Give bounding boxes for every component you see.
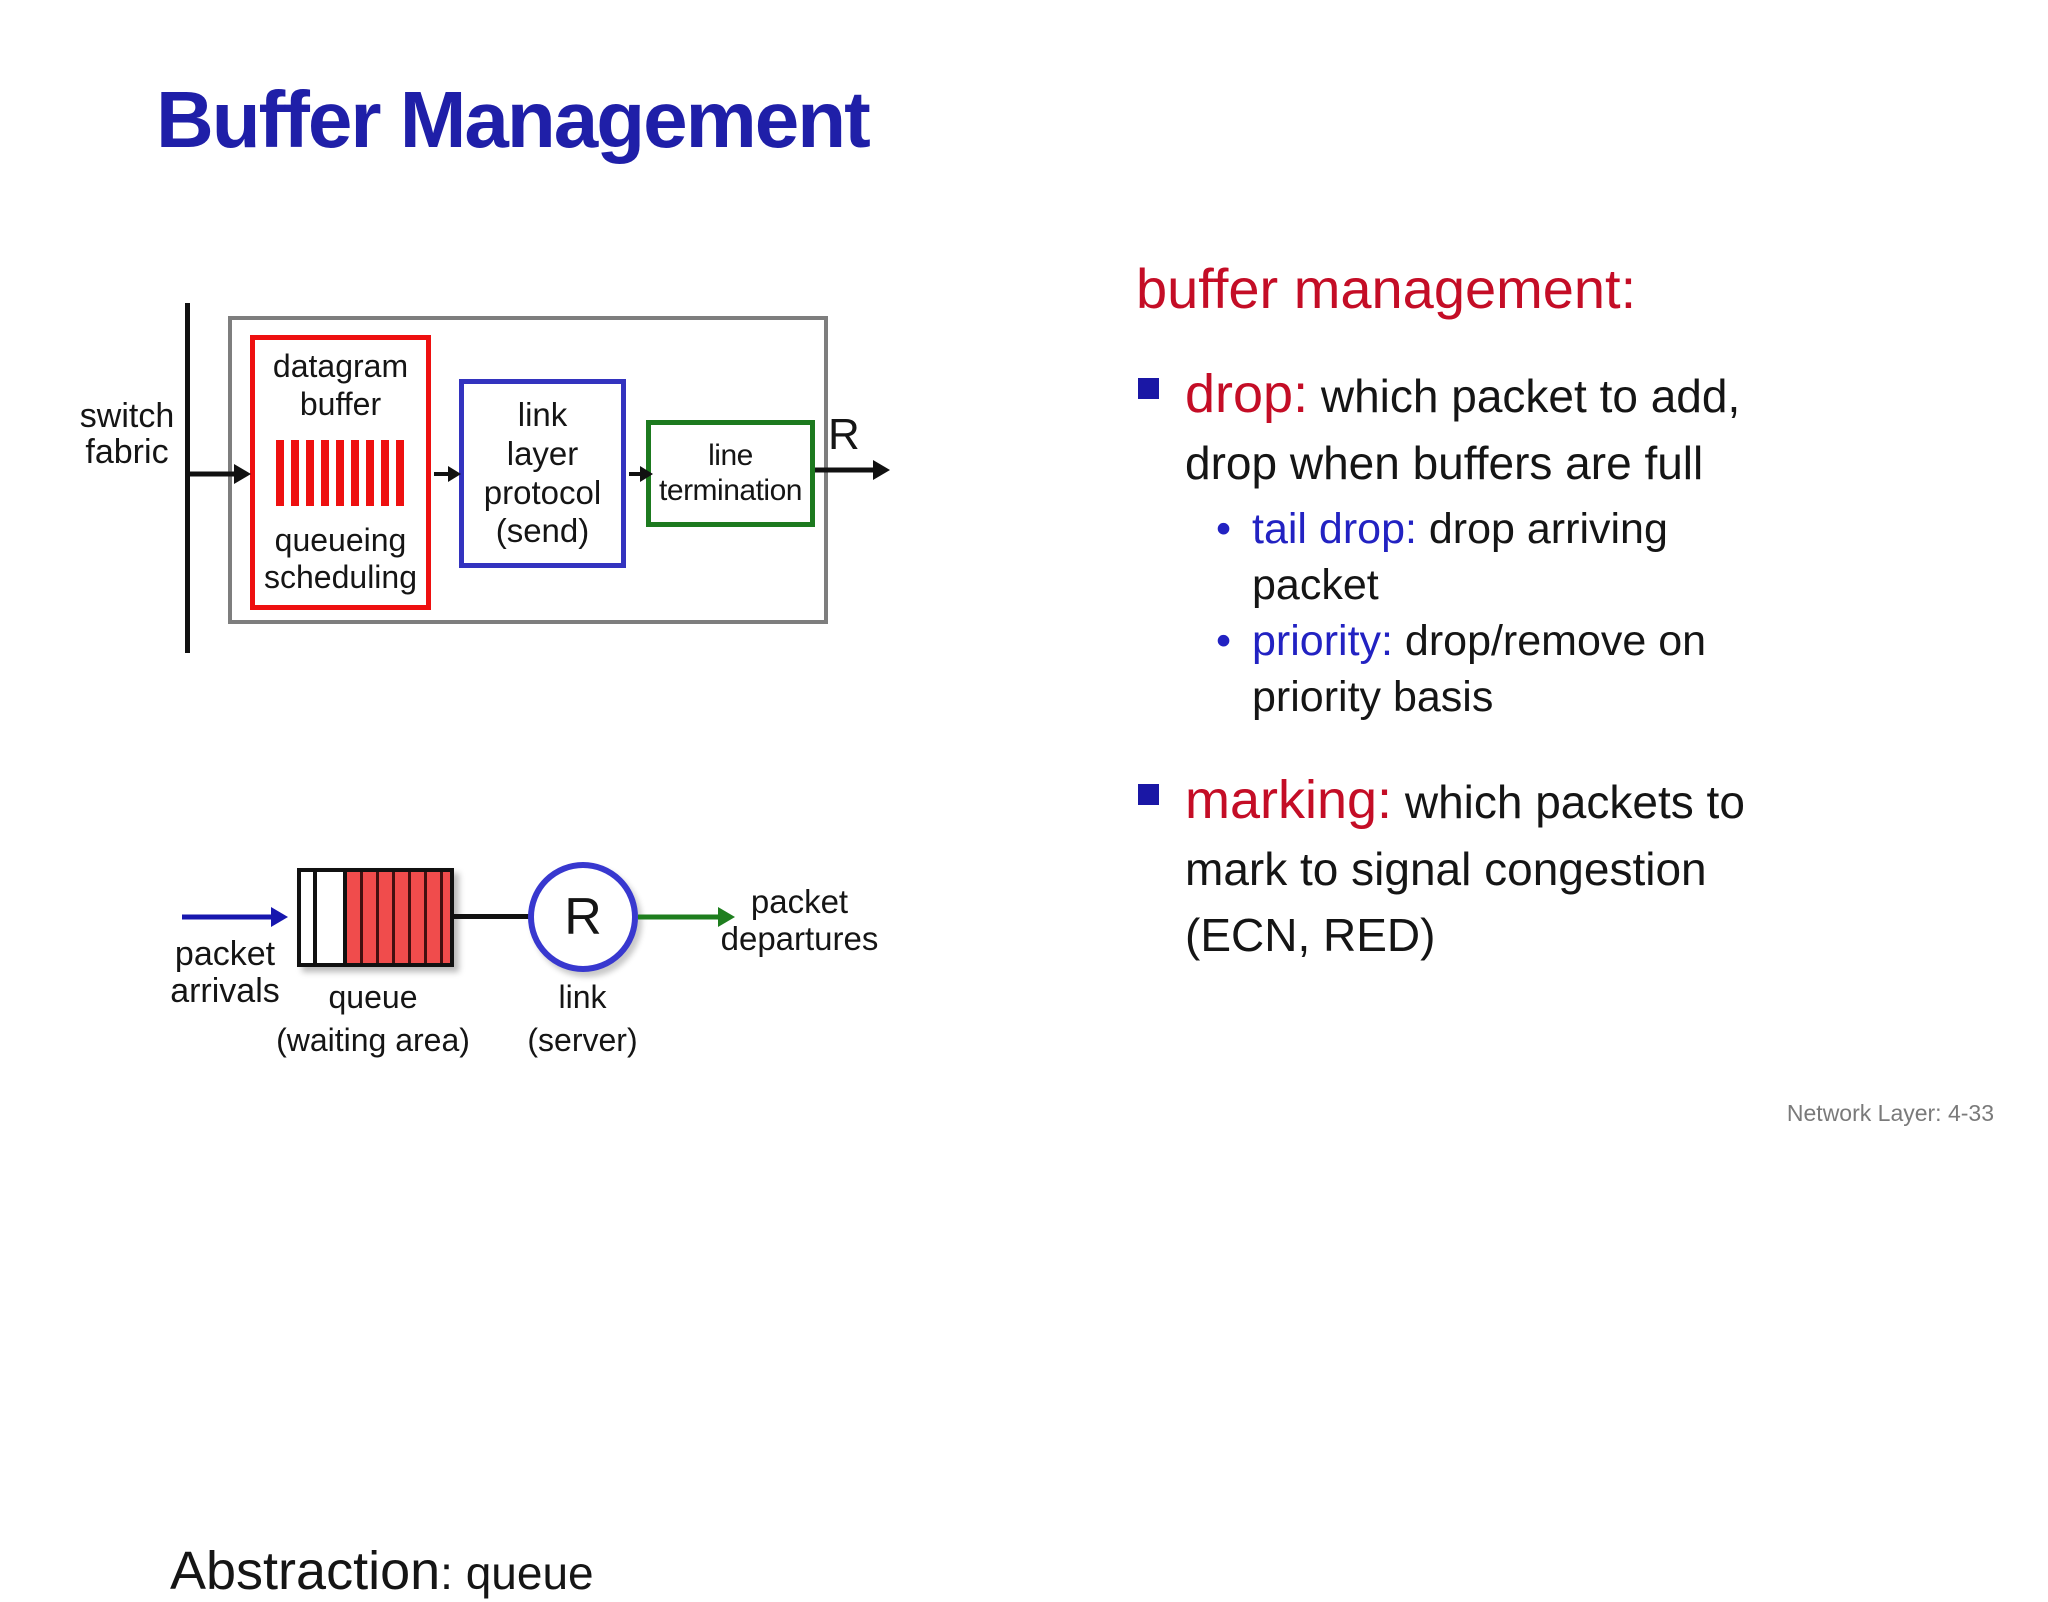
abstraction-heading: Abstraction: queue — [170, 1540, 594, 1602]
datagram-buffer-label: datagram buffer — [272, 348, 409, 422]
tail-drop-body-text: drop arriving packet — [1252, 505, 1668, 610]
datagram-buffer-box: datagram buffer queueing scheduling — [250, 335, 431, 610]
bullet-marking: marking: which packets to mark to signal… — [1136, 768, 1884, 969]
link-layer-protocol-label: link layer protocol (send) — [483, 395, 602, 550]
sub-bullet-priority: • priority: drop/remove on priority basi… — [1216, 614, 1884, 726]
link-to-termination-arrow-icon — [629, 463, 653, 485]
queue-empty-slot — [301, 872, 317, 963]
round-bullet-icon: • — [1216, 617, 1232, 666]
packet-departures-arrow-icon — [638, 906, 735, 928]
page-title: Buffer Management — [156, 75, 871, 164]
panel-heading: buffer management: — [1136, 257, 1637, 320]
packet-arrivals-label: packet arrivals — [170, 935, 280, 1010]
queue-empty-slot — [317, 872, 347, 963]
packet-stripes-icon — [275, 439, 406, 506]
server-rate-label: R — [564, 888, 602, 946]
square-bullet-icon — [1138, 378, 1159, 399]
fabric-to-buffer-arrow-icon — [189, 463, 251, 485]
drop-sub-list: • tail drop: drop arriving packet • prio… — [1136, 502, 1884, 726]
keyword-tail-drop: tail drop: — [1252, 505, 1417, 554]
queue-abstraction-diagram: Abstraction: queue packet arrivals R pac… — [0, 760, 920, 1601]
link-caption: link (server) — [527, 979, 638, 1059]
switch-fabric-label: switch fabric — [79, 397, 175, 472]
keyword-priority: priority: — [1252, 617, 1393, 666]
queue-to-server-connector — [452, 914, 530, 919]
keyword-drop: drop: — [1185, 364, 1309, 424]
port-rate-label: R — [828, 410, 860, 459]
sub-bullet-tail-drop: • tail drop: drop arriving packet — [1216, 502, 1884, 614]
line-termination-box: line termination — [646, 420, 815, 527]
line-termination-label: line termination — [659, 439, 802, 507]
marking-body-text: which packets to mark to signal congesti… — [1185, 775, 1745, 962]
queue-waiting-area-box — [297, 868, 454, 967]
link-layer-protocol-box: link layer protocol (send) — [459, 379, 626, 568]
queueing-scheduling-label: queueing scheduling — [264, 521, 417, 596]
packet-arrivals-arrow-icon — [182, 906, 288, 928]
switch-fabric-line — [185, 303, 190, 653]
keyword-marking: marking: — [1185, 769, 1393, 830]
queued-packets-fill — [347, 872, 450, 963]
page-number-label: Network Layer: 4-33 — [1786, 1100, 1994, 1126]
abstraction-heading-main: Abstraction — [170, 1541, 441, 1601]
buffer-to-link-arrow-icon — [434, 463, 461, 485]
square-bullet-icon — [1138, 783, 1159, 805]
output-line-arrow-icon — [815, 459, 890, 481]
router-port-diagram: switch fabric datagram buffer queueing s… — [0, 0, 920, 700]
buffer-management-panel: buffer management: drop: which packet to… — [1136, 256, 1884, 969]
round-bullet-icon: • — [1216, 505, 1232, 554]
link-server-circle: R — [528, 862, 638, 972]
priority-body-text: drop/remove on priority basis — [1252, 617, 1707, 722]
abstraction-heading-rest: : queue — [440, 1547, 594, 1599]
packet-departures-label: packet departures — [720, 883, 879, 957]
bullet-drop: drop: which packet to add, drop when buf… — [1136, 362, 1884, 496]
queue-caption: queue (waiting area) — [276, 979, 470, 1059]
drop-body-text: which packet to add, drop when buffers a… — [1185, 370, 1741, 489]
